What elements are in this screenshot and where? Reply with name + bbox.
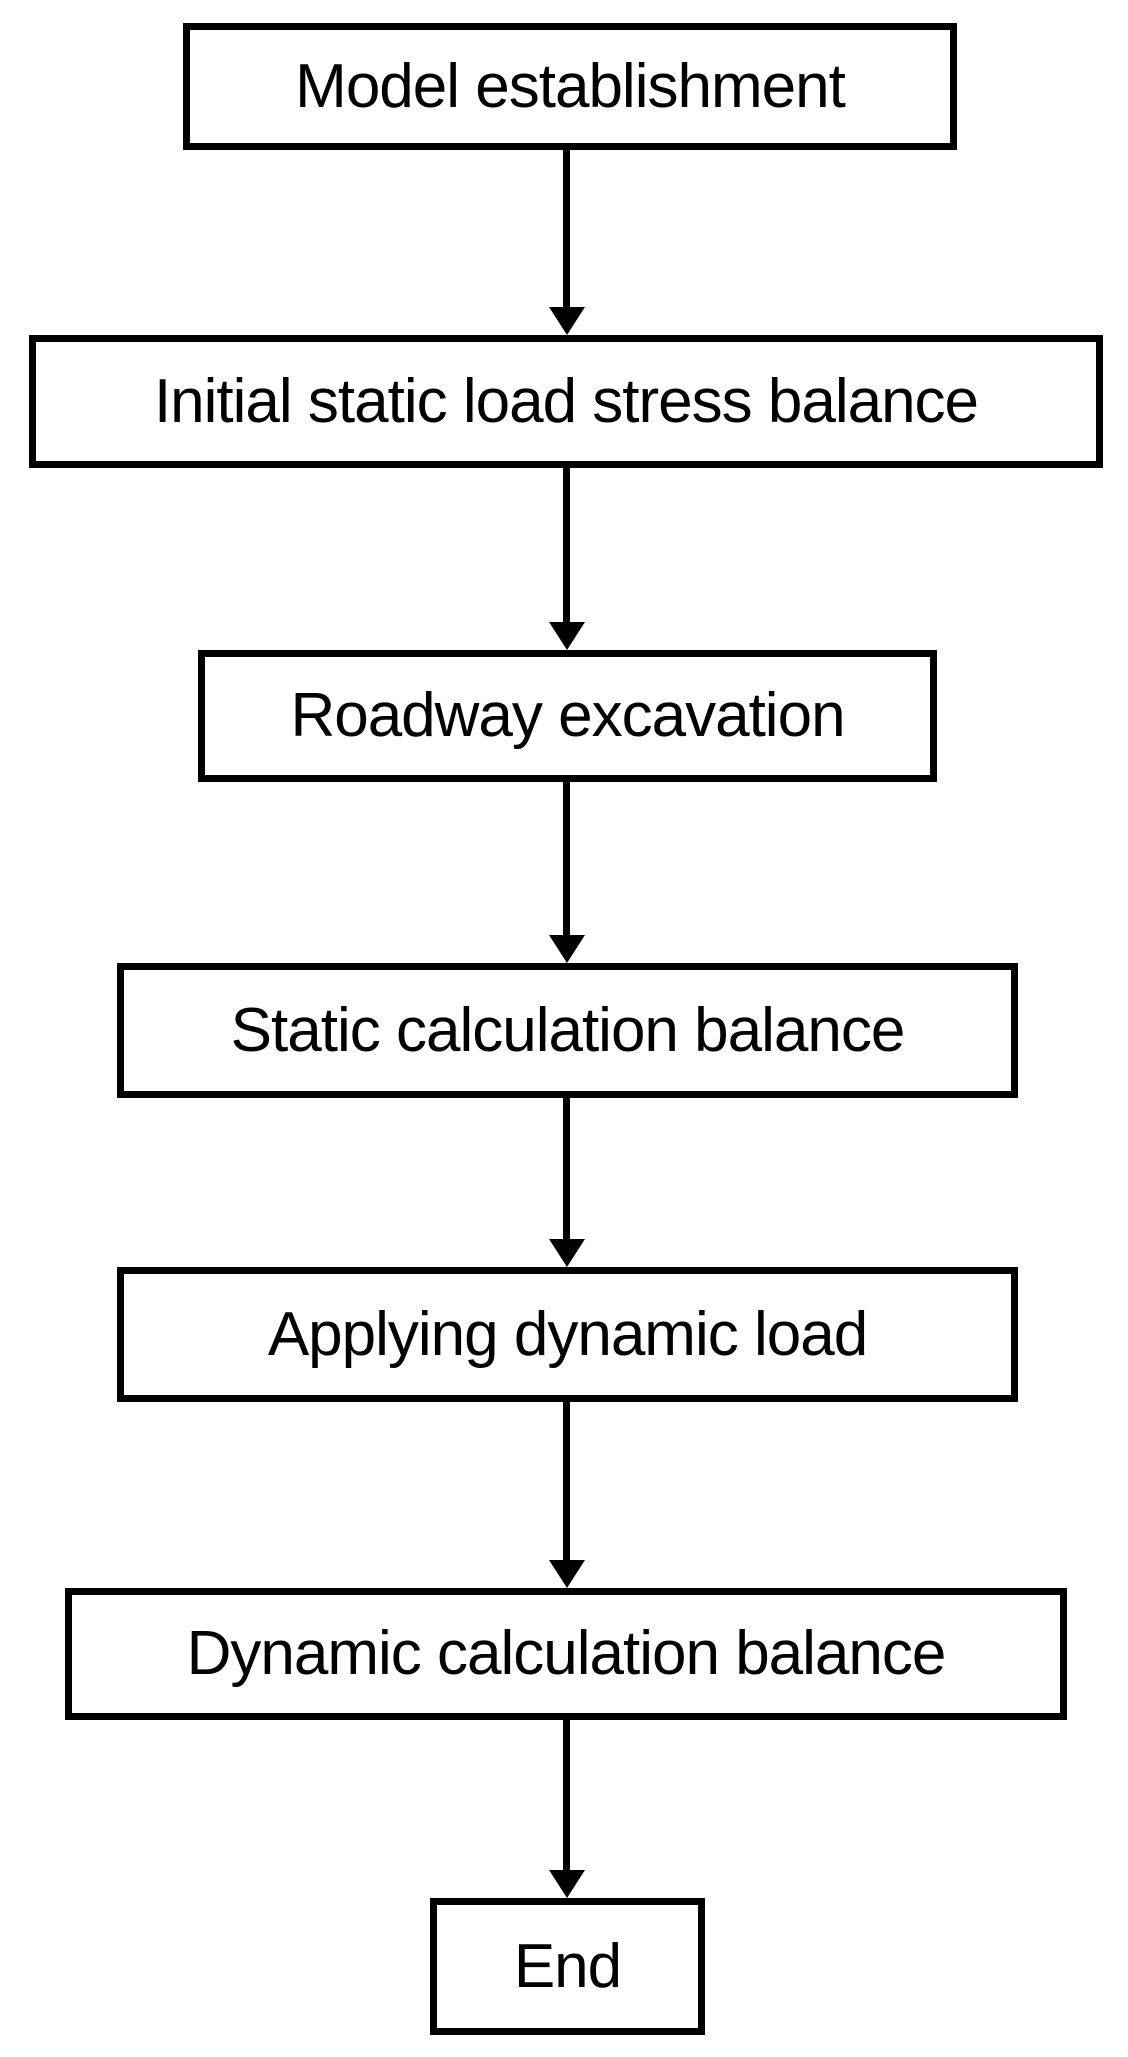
flow-arrow-1 — [548, 150, 585, 335]
flow-arrow-3 — [548, 782, 585, 963]
arrow-down-head-icon — [548, 1870, 585, 1898]
arrow-down-head-icon — [548, 622, 585, 650]
flow-arrow-5 — [548, 1402, 585, 1588]
node-label: Initial static load stress balance — [153, 366, 979, 436]
flow-node-roadway-excavation: Roadway excavation — [198, 650, 937, 782]
flow-arrow-4 — [548, 1098, 585, 1267]
flow-node-static-calculation-balance: Static calculation balance — [117, 963, 1018, 1098]
node-label: Roadway excavation — [290, 681, 845, 750]
arrow-shaft — [563, 1402, 570, 1560]
flow-node-model-establishment: Model establishment — [183, 23, 957, 150]
arrow-shaft — [563, 1098, 570, 1239]
node-label: End — [513, 1931, 622, 2001]
arrow-shaft — [563, 782, 570, 935]
flow-node-end: End — [430, 1898, 705, 2035]
flow-arrow-6 — [548, 1720, 585, 1898]
arrow-shaft — [563, 1720, 570, 1870]
node-label: Model establishment — [295, 51, 846, 121]
flow-node-initial-static-load-stress-balance: Initial static load stress balance — [29, 335, 1103, 468]
arrow-down-head-icon — [548, 307, 585, 335]
arrow-shaft — [563, 150, 570, 307]
node-label: Static calculation balance — [230, 995, 906, 1065]
flow-arrow-2 — [548, 468, 585, 650]
arrow-down-head-icon — [548, 1239, 585, 1267]
flow-node-dynamic-calculation-balance: Dynamic calculation balance — [65, 1588, 1067, 1720]
arrow-shaft — [563, 468, 570, 622]
node-label: Dynamic calculation balance — [186, 1619, 947, 1688]
arrow-down-head-icon — [548, 935, 585, 963]
node-label: Applying dynamic load — [267, 1299, 868, 1369]
arrow-down-head-icon — [548, 1560, 585, 1588]
flow-node-applying-dynamic-load: Applying dynamic load — [117, 1267, 1018, 1402]
